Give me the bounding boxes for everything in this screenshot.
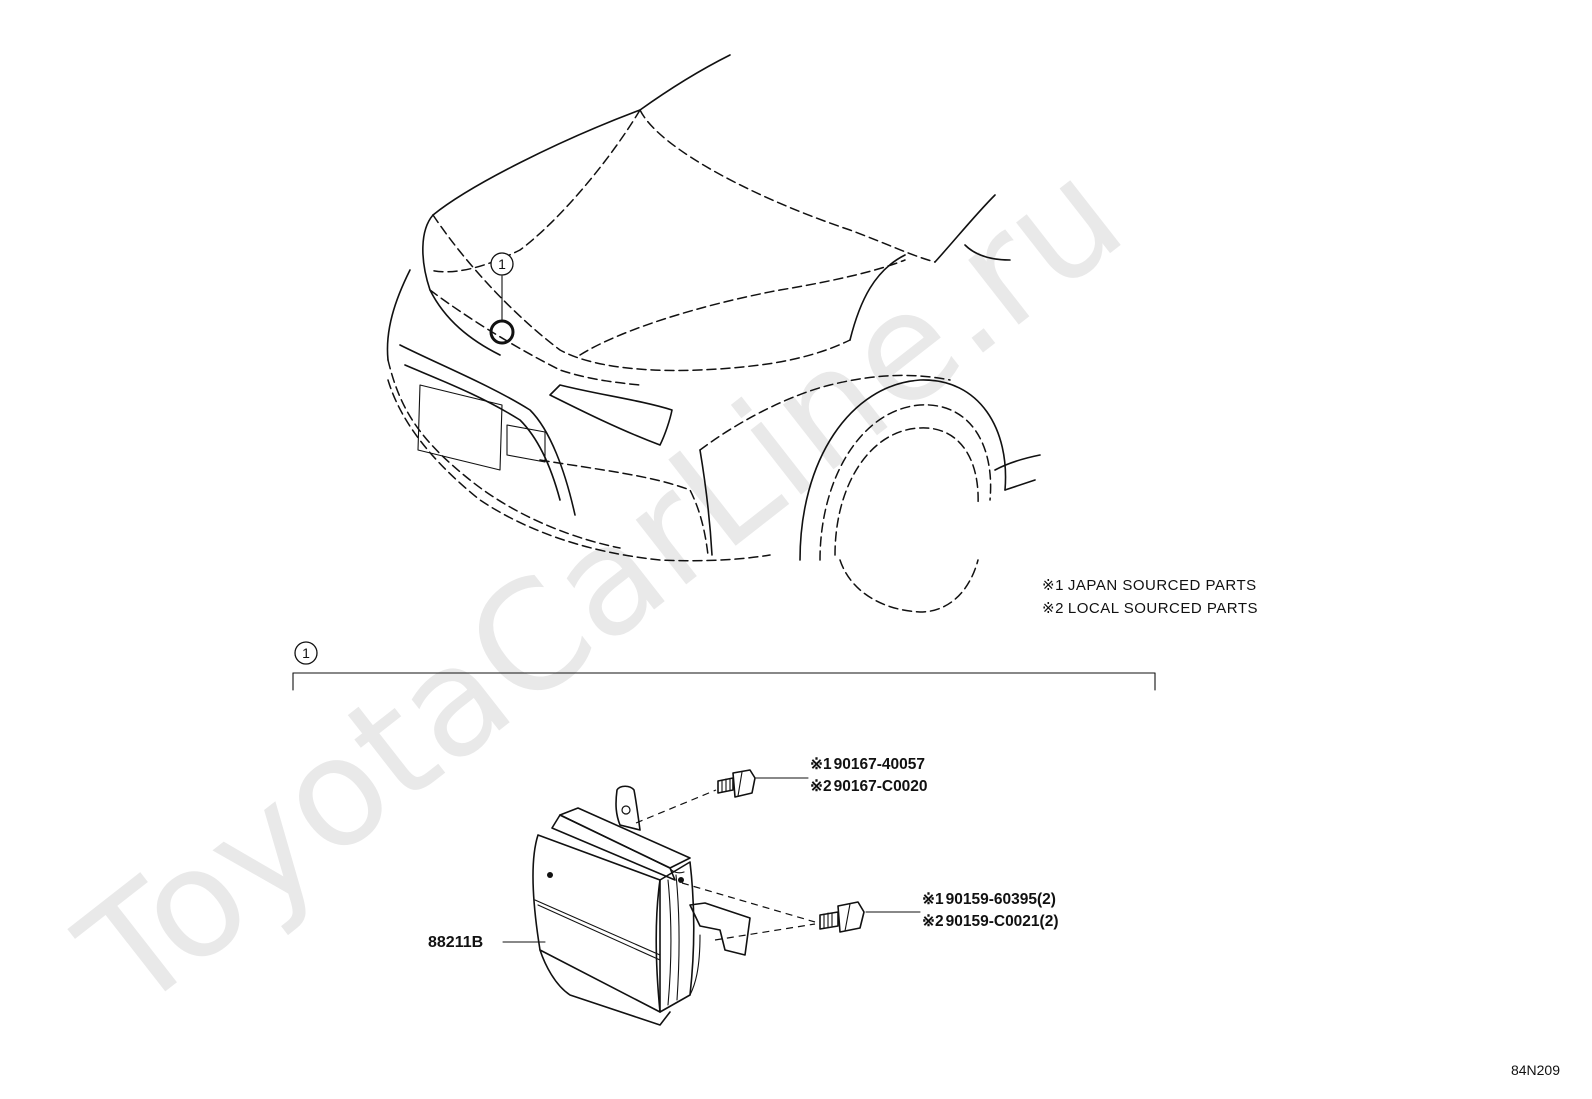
upper-bolt-mark-1: ※1	[810, 756, 832, 773]
callout-1-label: 1	[498, 256, 506, 272]
group-bracket: 1	[292, 641, 1156, 691]
callout-1: 1	[490, 252, 514, 276]
note-1-text: JAPAN SOURCED PARTS	[1068, 577, 1257, 594]
note-2-mark: ※2	[1042, 600, 1064, 617]
sensor-part-number: 88211B	[428, 934, 483, 951]
lower-bolt-number-2: 90159-C0021(2)	[946, 913, 1059, 930]
upper-bolt-illustration	[635, 769, 809, 824]
lower-bolt-number-1: 90159-60395(2)	[946, 891, 1056, 908]
lower-bolt-illustration	[681, 882, 921, 941]
sensor-part-label: 88211B	[428, 934, 546, 951]
lower-bolt-mark-1: ※1	[922, 891, 944, 908]
lower-bolt-mark-2: ※2	[922, 913, 944, 930]
upper-bolt-number-2: 90167-C0020	[834, 778, 928, 795]
note-1-mark: ※1	[1042, 577, 1064, 594]
upper-bolt-number-1: 90167-40057	[834, 756, 925, 773]
note-2-text: LOCAL SOURCED PARTS	[1068, 600, 1258, 617]
sensor-location-marker	[489, 319, 515, 345]
group-marker-label: 1	[302, 645, 310, 661]
illustration-code: 84N209	[1511, 1062, 1560, 1078]
radar-sensor-illustration	[532, 785, 751, 1026]
car-front-illustration	[386, 54, 1041, 613]
upper-bolt-mark-2: ※2	[810, 778, 832, 795]
